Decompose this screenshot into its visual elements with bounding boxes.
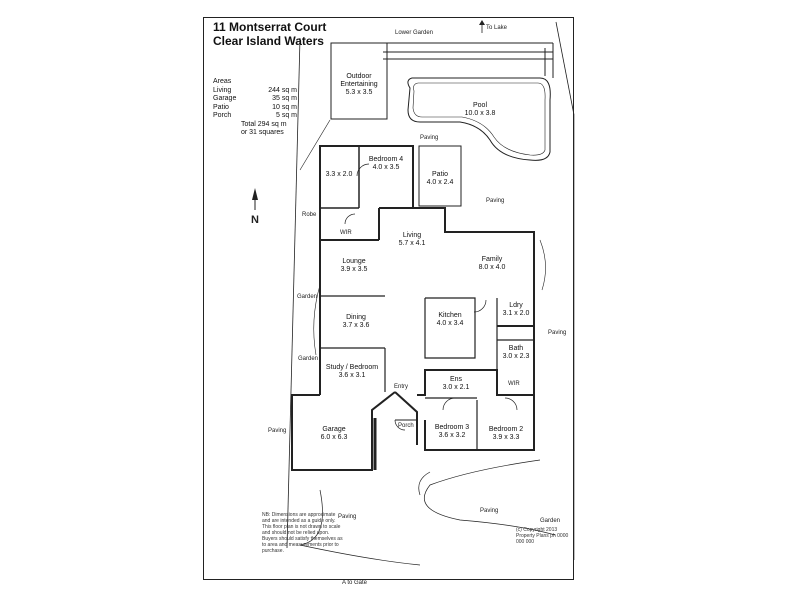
room-laundry: Ldry 3.1 x 2.0 [502, 302, 530, 317]
door-swing [356, 163, 370, 177]
door-swing [504, 397, 518, 411]
outdoor-entertaining-outline [330, 42, 388, 120]
boundary-line [299, 119, 331, 171]
label-wir-2: WIR [508, 381, 520, 387]
garage-wall [291, 391, 396, 471]
label-paving-mid: Paving [480, 508, 499, 514]
wall [379, 207, 535, 306]
label-paving-left: Paving [268, 428, 287, 434]
room-kitchen: Kitchen 4.0 x 3.4 [436, 312, 464, 327]
room-lounge: Lounge 3.9 x 3.5 [340, 258, 368, 273]
wall [394, 391, 418, 445]
room-garage: Garage 6.0 x 6.3 [320, 426, 348, 441]
garden-bed-outline [418, 471, 431, 496]
room-dining: Dining 3.7 x 3.6 [342, 314, 370, 329]
north-label: N [251, 214, 259, 226]
label-paving-bottom: Paving [338, 514, 357, 520]
address-line-1: 11 Montserrat Court [213, 20, 327, 34]
plan-frame [203, 17, 574, 580]
label-wir: WIR [340, 230, 352, 236]
room-bedroom-4: Bedroom 4 4.0 x 3.5 [368, 156, 404, 171]
room-wc: 3.3 x 2.0 [325, 171, 353, 178]
label-garden-left: Garden [297, 294, 318, 300]
label-porch: Porch [398, 423, 414, 429]
north-arrow [252, 188, 258, 210]
label-garden-left-2: Garden [298, 356, 319, 362]
wall [417, 369, 535, 451]
pool-inner-outline [412, 82, 546, 156]
label-paving-right-top: Paving [486, 198, 505, 204]
address-line-2: Clear Island Waters [213, 34, 324, 48]
label-paving-right: Paving [548, 330, 567, 336]
door-swing [394, 419, 406, 431]
label-to-lake: To Lake [486, 25, 508, 31]
driveway-outline [299, 489, 421, 566]
room-pool: Pool 10.0 x 3.8 [464, 102, 496, 117]
to-lake-arrow [479, 20, 485, 33]
patio-outline [418, 145, 462, 207]
room-outdoor-entertaining: Outdoor Entertaining 5.3 x 3.5 [340, 73, 378, 96]
room-bedroom-2: Bedroom 2 3.9 x 3.3 [488, 426, 524, 441]
garden-bed-outline [424, 459, 556, 536]
room-family: Family 8.0 x 4.0 [478, 256, 506, 271]
disclaimer-note: NB: Dimensions are approximate and are i… [262, 512, 343, 554]
door-swing [473, 299, 487, 313]
garden-bed-outline [313, 284, 321, 356]
label-garden-right: Garden [540, 518, 561, 524]
room-study-bedroom: Study / Bedroom 3.6 x 3.1 [325, 364, 379, 379]
garden-bed-outline [539, 239, 546, 291]
label-lower-garden: Lower Garden [395, 30, 434, 36]
area-total: Total 294 sq m [241, 120, 287, 128]
room-bath: Bath 3.0 x 2.3 [502, 345, 530, 360]
boundary-line [286, 37, 301, 549]
door-swing [344, 213, 356, 225]
room-bedroom-3: Bedroom 3 3.6 x 3.2 [434, 424, 470, 439]
label-paving-top: Paving [420, 135, 439, 141]
label-to-gate: A to Gate [342, 580, 368, 586]
pool-outline [407, 77, 551, 161]
label-entry: Entry [394, 384, 409, 390]
kitchen-outline [424, 297, 476, 359]
wall [319, 145, 414, 218]
area-squares: or 31 squares [241, 129, 284, 136]
copyright-note: (c) Copyright 2013 Property Plans ph 000… [516, 527, 569, 545]
boundary-line [555, 21, 575, 116]
room-living: Living 5.7 x 4.1 [398, 232, 426, 247]
area-heading: Areas [213, 78, 232, 85]
door-swing [442, 397, 456, 411]
room-ensuite: Ens 3.0 x 2.1 [442, 376, 470, 391]
label-robe: Robe [302, 212, 317, 218]
room-patio: Patio 4.0 x 2.4 [426, 171, 454, 186]
